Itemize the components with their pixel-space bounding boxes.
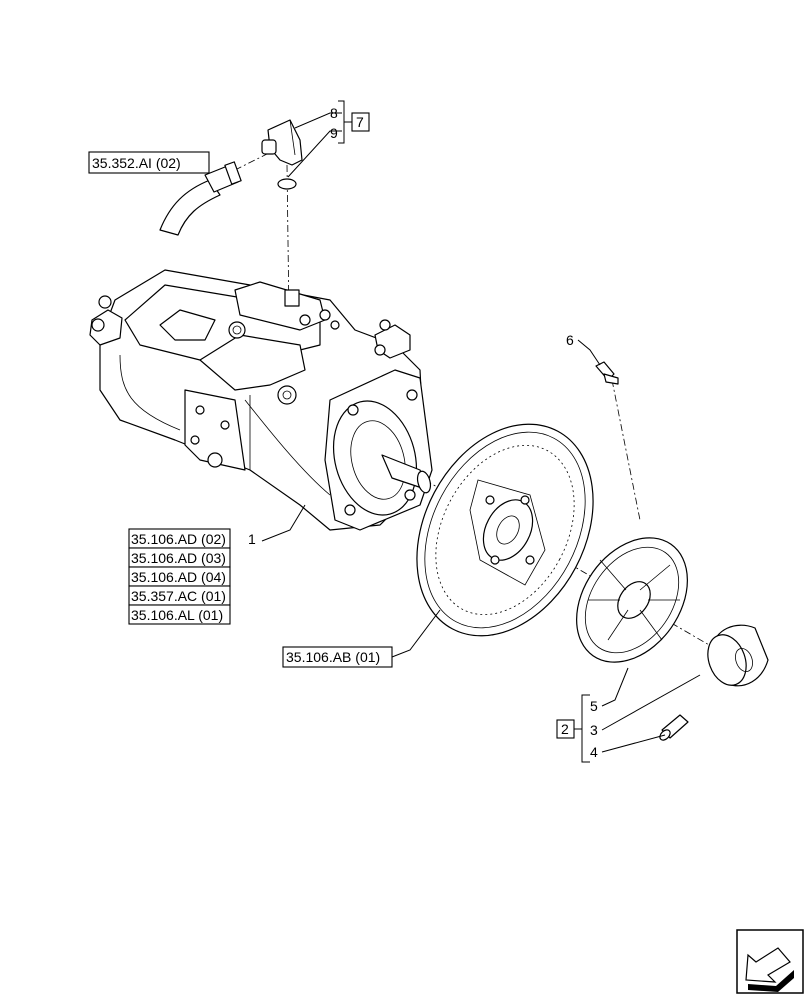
group-box-7: [351, 112, 370, 132]
bolt-4: [659, 714, 689, 741]
leader-8: [294, 112, 342, 129]
callout-5: 5: [590, 698, 598, 714]
leader-3: [601, 674, 701, 731]
ref-hose[interactable]: 35.352.AI (02): [92, 155, 181, 171]
assembly-line-bolt: [611, 379, 641, 521]
next-page-arrow-icon[interactable]: [736, 929, 804, 994]
leader-9: [287, 130, 342, 178]
callout-2: 2: [561, 721, 569, 737]
leader-4: [601, 734, 666, 753]
bracket-2: [581, 694, 590, 763]
callout-6: 6: [566, 332, 574, 348]
bolt-6: [595, 361, 619, 385]
callout-7: 7: [356, 114, 364, 130]
hub: [707, 624, 769, 687]
hose: [159, 161, 242, 236]
hydraulic-pump: [89, 269, 433, 531]
ref-pump-1[interactable]: 35.106.AD (02): [131, 531, 226, 547]
leader-6: [577, 339, 601, 366]
elbow-fitting: [261, 119, 303, 166]
group-box-2: [556, 719, 575, 739]
ref-pump-2[interactable]: 35.106.AD (03): [131, 550, 226, 566]
leader-ab: [391, 609, 441, 658]
ref-pump-4[interactable]: 35.357.AC (01): [131, 588, 226, 604]
leader-5: [601, 667, 629, 707]
callout-1: 1: [248, 531, 256, 547]
ref-pump-3[interactable]: 35.106.AD (04): [131, 569, 226, 585]
ref-pump-5[interactable]: 35.106.AL (01): [131, 607, 223, 623]
ref-box-hose[interactable]: [88, 151, 210, 174]
coupling-plate: [576, 537, 688, 663]
callout-9: 9: [330, 125, 338, 141]
callout-4: 4: [590, 744, 598, 760]
ref-flywheel[interactable]: 35.106.AB (01): [286, 649, 380, 665]
callout-8: 8: [330, 105, 338, 121]
flywheel: [416, 423, 594, 637]
callout-3: 3: [590, 722, 598, 738]
leader-1: [261, 504, 306, 542]
o-ring: [277, 178, 297, 190]
bracket-7: [338, 100, 345, 144]
ref-box-flywheel[interactable]: [282, 646, 393, 668]
